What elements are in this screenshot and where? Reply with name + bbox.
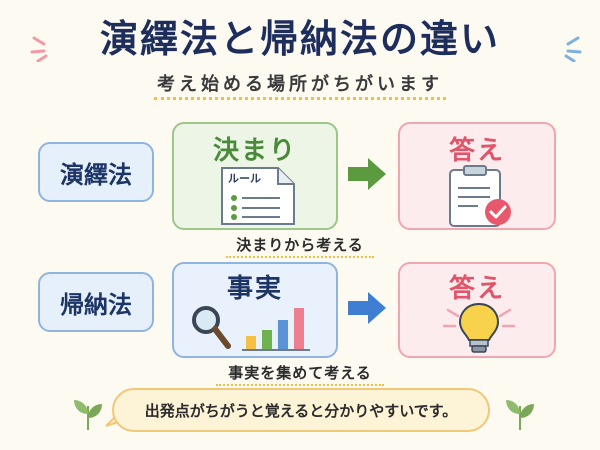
deduction-caption-underline [226, 256, 374, 258]
induction-caption: 事実を集めて考える [228, 364, 372, 382]
arrow-right-blue-icon [348, 292, 386, 324]
rule-document-icon [221, 167, 295, 225]
answer-box-induction: 答え [398, 262, 556, 358]
magnifier-icon [192, 306, 231, 349]
sparkle-left-icon [30, 36, 48, 62]
bar-chart-icon [242, 308, 310, 351]
light-bulb-icon [442, 302, 516, 353]
deduction-caption: 決まりから考える [236, 236, 364, 254]
arrow-right-green-icon [348, 158, 386, 190]
rule-doc-label: ルール [228, 172, 261, 185]
deduction-label: 演繹法 [38, 142, 154, 202]
note-bubble: 出発点がちがうと覚えると分かりやすいです。 [112, 388, 490, 432]
page-title: 演繹法と帰納法の違い [99, 17, 500, 61]
fact-title: 事実 [226, 274, 283, 304]
answer-box-deduction: 答え [398, 122, 556, 230]
subtitle-underline [154, 97, 446, 100]
rule-box: 決まり ルール [172, 122, 338, 230]
answer-title-deduction: 答え [448, 136, 505, 166]
answer-title-induction: 答え [448, 274, 505, 304]
subtitle: 考え始める場所がちがいます [157, 74, 443, 95]
sparkle-right-icon [564, 36, 582, 62]
fact-box: 事実 [172, 262, 338, 358]
induction-label: 帰納法 [38, 272, 154, 332]
induction-caption-underline [216, 384, 384, 386]
leaf-left-icon [74, 400, 102, 431]
leaf-right-icon [506, 400, 534, 431]
rule-title: 決まり [212, 136, 297, 166]
clipboard-check-icon [449, 165, 511, 227]
